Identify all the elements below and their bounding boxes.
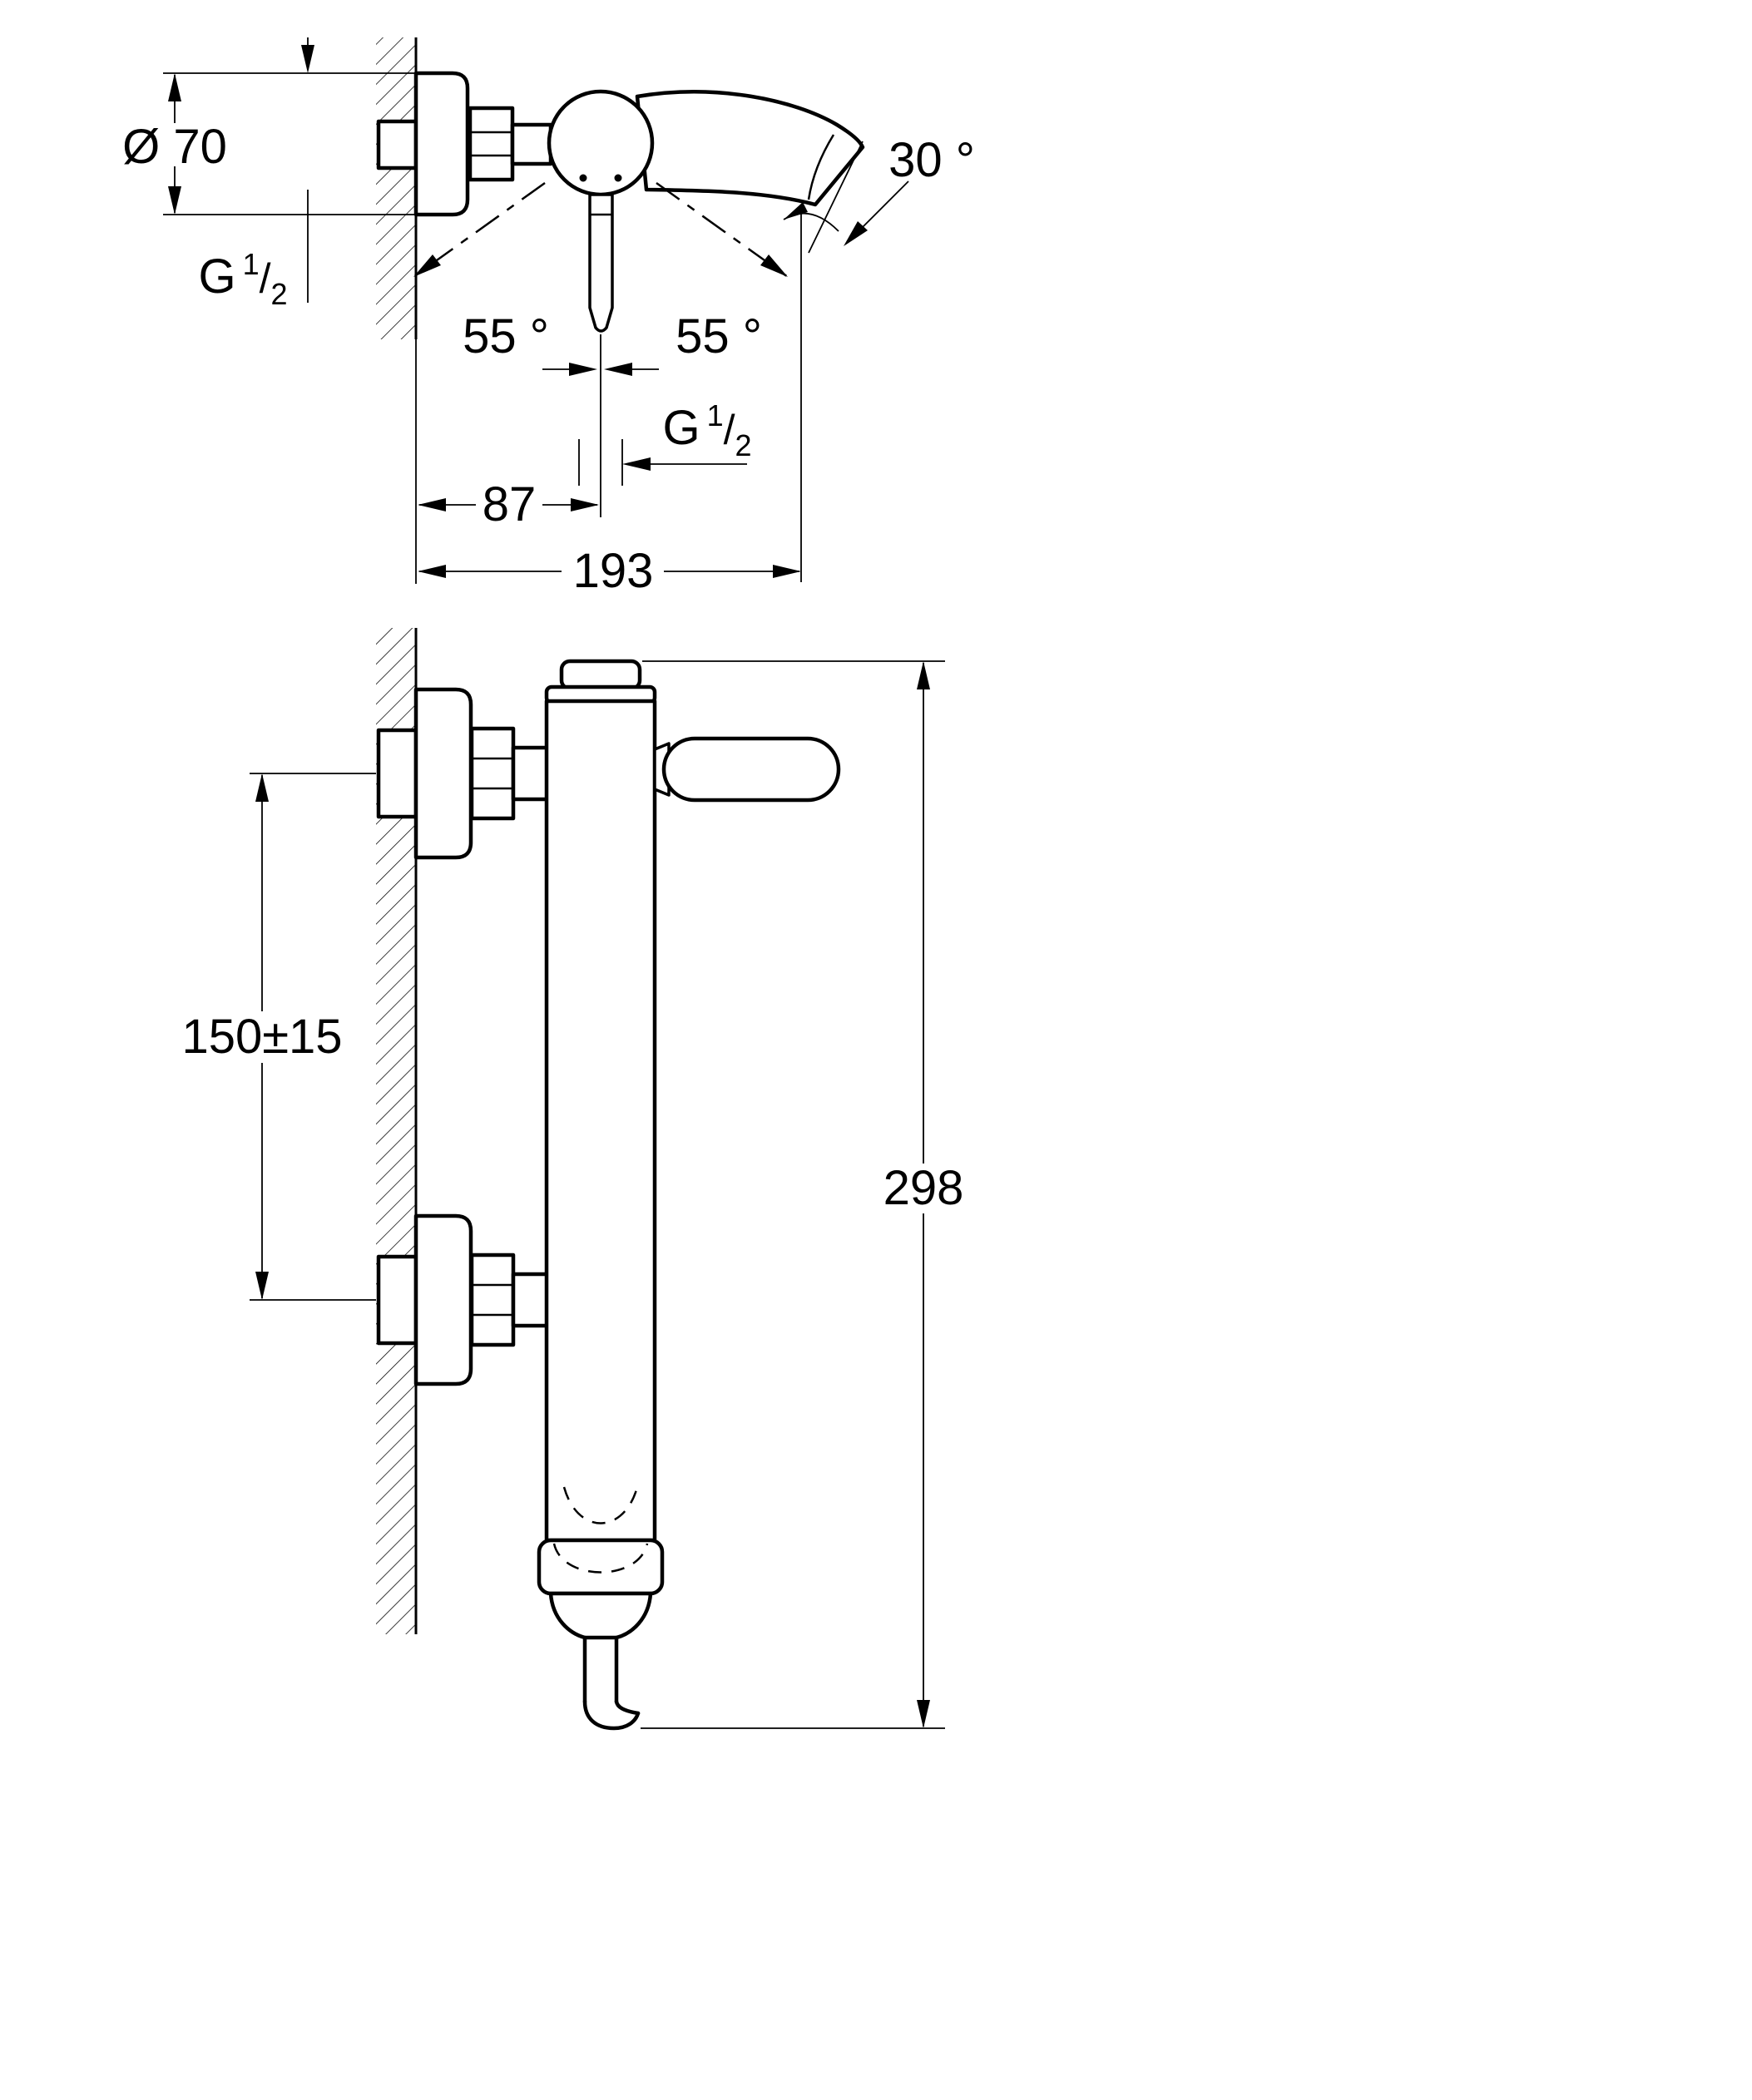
dimension-193: 193 bbox=[418, 208, 802, 598]
dimension-overall-height: 298 bbox=[641, 660, 975, 1729]
outlet-tip-inner-curve bbox=[614, 1699, 641, 1716]
connection-pipe-top bbox=[510, 122, 553, 166]
upper-hex-nut bbox=[469, 726, 516, 821]
lower-wall-flange bbox=[413, 1213, 473, 1386]
outlet-tip-outer-curve bbox=[582, 1699, 641, 1731]
dimension-connection-spacing: 150±15 bbox=[176, 773, 376, 1301]
spout-reach-label: 193 bbox=[573, 544, 654, 598]
dim-arrowhead-down bbox=[255, 1272, 269, 1300]
faucet-body-side-view bbox=[537, 659, 841, 1731]
spout-tip-edge bbox=[807, 134, 835, 200]
spout-angle-leader-arrowhead bbox=[844, 221, 868, 246]
side-view: 150±15 298 bbox=[176, 628, 975, 1731]
wall-to-center-label: 87 bbox=[483, 477, 537, 531]
inlet-square-nut-top bbox=[376, 119, 418, 170]
wall-section-top bbox=[376, 37, 418, 584]
hidden-waterway-line bbox=[552, 1543, 649, 1574]
wall-flange-top-view bbox=[413, 71, 470, 217]
lower-connection-side bbox=[376, 1213, 553, 1386]
connection-spacing-label: 150±15 bbox=[181, 1010, 342, 1064]
dim-arrowhead-down bbox=[168, 186, 181, 215]
spout-angle-arc-arrowhead bbox=[784, 202, 808, 220]
faucet-top-view bbox=[376, 71, 865, 333]
dim-arrowhead-up bbox=[255, 773, 269, 802]
swivel-angle-left-label: 55 ° bbox=[463, 309, 549, 363]
dim-arrowhead-right bbox=[571, 498, 599, 511]
spout-angle-label: 30 ° bbox=[888, 133, 975, 187]
lever-handle-top-view bbox=[588, 193, 614, 333]
cartridge-dot bbox=[614, 174, 622, 182]
dim-arrowhead-left bbox=[418, 565, 446, 578]
outlet-leader-arrowhead bbox=[622, 457, 651, 471]
spout-top-view bbox=[635, 90, 865, 207]
label-mask bbox=[176, 1013, 348, 1061]
dim-arrowhead-right bbox=[773, 565, 801, 578]
dim-arrowhead-up bbox=[168, 73, 181, 101]
dim-arrowhead-left bbox=[418, 498, 446, 511]
swivel-angle-right-label: 55 ° bbox=[676, 309, 762, 363]
spout-collar bbox=[537, 1538, 665, 1596]
body-tube bbox=[544, 699, 657, 1543]
swivel-arrowhead-left bbox=[413, 254, 441, 277]
mixer-body-top-view bbox=[547, 89, 655, 197]
hidden-waterway-line bbox=[562, 1486, 639, 1524]
lower-square-nut bbox=[376, 1254, 418, 1346]
lower-hex-nut bbox=[469, 1253, 516, 1347]
upper-connection-pipe bbox=[511, 745, 553, 802]
hex-union-nut-top bbox=[468, 106, 515, 182]
dimension-swivel-range: 55 ° 55 ° bbox=[413, 181, 789, 517]
dimension-flange-diameter: Ø 70 bbox=[122, 37, 414, 215]
dimension-87: 87 bbox=[418, 477, 599, 531]
spout-face-extension-line bbox=[808, 141, 864, 254]
swivel-arrowhead-right bbox=[760, 254, 788, 277]
dim-arrowhead-down bbox=[917, 1700, 930, 1728]
lower-connection-pipe bbox=[511, 1272, 553, 1328]
angle-arrow-right bbox=[604, 363, 632, 376]
upper-connection-side bbox=[376, 687, 553, 860]
lever-handle-side-view bbox=[661, 736, 841, 803]
upper-wall-flange bbox=[413, 687, 473, 860]
pointer-arrowhead-down bbox=[301, 45, 314, 73]
label-mask bbox=[872, 1165, 975, 1212]
overall-height-label: 298 bbox=[883, 1161, 964, 1215]
body-top-cap bbox=[559, 659, 642, 691]
dimension-spout-angle: 30 ° bbox=[783, 133, 975, 254]
dim-arrowhead-up bbox=[917, 661, 930, 689]
angle-arrow-left bbox=[569, 363, 597, 376]
flange-diameter-label: Ø 70 bbox=[122, 120, 227, 174]
aerator-dome bbox=[548, 1591, 653, 1640]
wall-hatch-top bbox=[376, 37, 416, 339]
cartridge-dot bbox=[579, 174, 587, 182]
upper-square-nut bbox=[376, 728, 418, 819]
